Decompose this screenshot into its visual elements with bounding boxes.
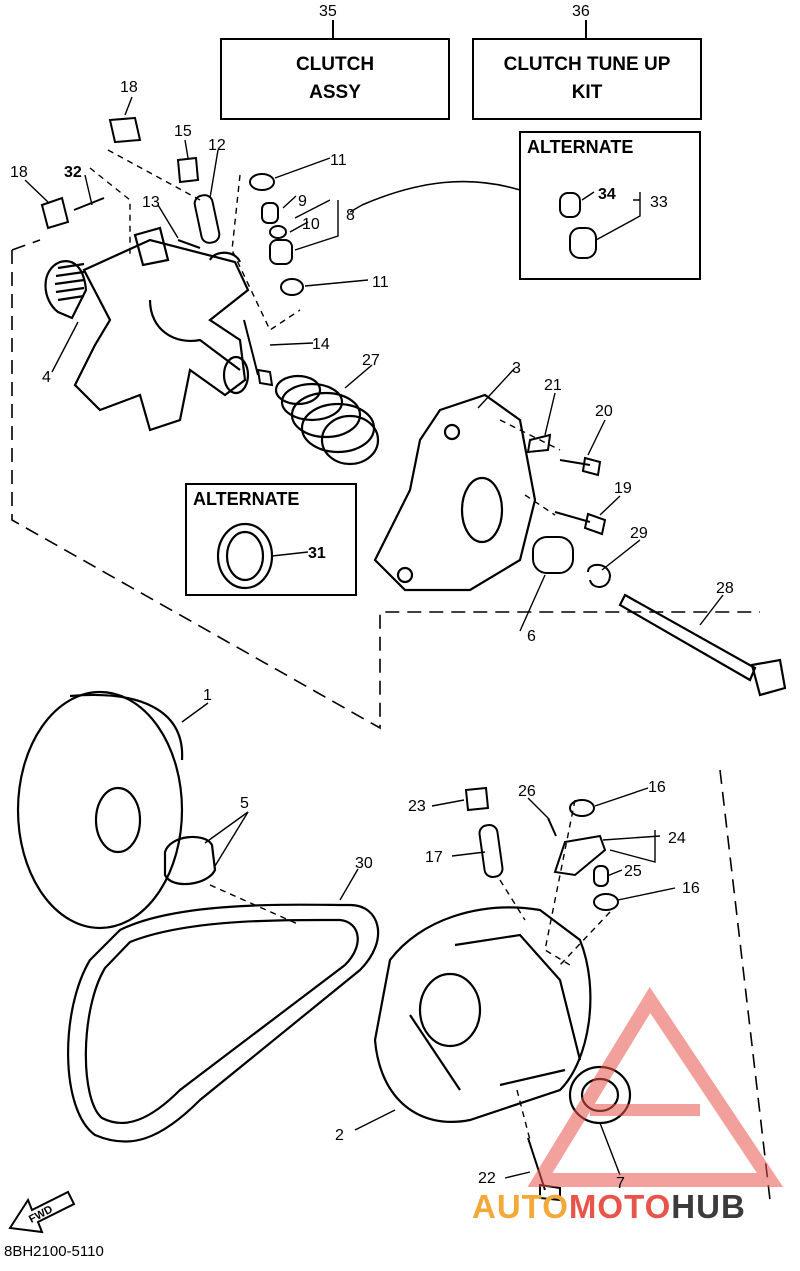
part-label-7: 7 <box>616 1175 625 1192</box>
bushing-part-34 <box>559 192 581 218</box>
washer-part-21 <box>526 433 552 454</box>
part-label-33: 33 <box>650 194 668 211</box>
part-label-26: 26 <box>518 783 536 800</box>
bushing-part-9 <box>261 202 279 224</box>
part-label-17: 17 <box>425 849 443 866</box>
part-label-23: 23 <box>408 798 426 815</box>
watermark-brand-text: AUTOMOTOHUB <box>472 1188 746 1226</box>
cover-part-3 <box>373 393 537 592</box>
drive-belt-part-30 <box>67 903 380 1143</box>
clutch-assy-line2: ASSY <box>309 82 361 103</box>
washer-part-11a <box>249 173 275 191</box>
seal-ring-part-31 <box>216 522 274 590</box>
spider-shaft-part <box>44 226 250 432</box>
pin-part-12 <box>193 194 221 244</box>
roller-part-25 <box>593 865 609 887</box>
sheave-part-2 <box>373 906 592 1123</box>
ring-part-29 <box>587 563 612 588</box>
part-label-21: 21 <box>544 377 562 394</box>
part-label-18-left: 18 <box>10 164 28 181</box>
bolt-part-14 <box>243 319 274 387</box>
part-label-25: 25 <box>624 863 642 880</box>
part-label-5: 5 <box>240 795 249 812</box>
fwd-arrow-icon <box>8 1190 76 1234</box>
part-label-8: 8 <box>346 207 355 224</box>
clutch-assy-box: CLUTCH ASSY <box>220 38 450 120</box>
part-label-3: 3 <box>512 360 521 377</box>
part-label-15: 15 <box>174 123 192 140</box>
part-label-11-top: 11 <box>330 152 347 169</box>
sleeve-part-8 <box>269 239 293 265</box>
clutch-tune-up-kit-box: CLUTCH TUNE UP KIT <box>472 38 702 120</box>
bushing-part-5 <box>163 835 217 886</box>
sheave-part-1 <box>16 690 184 930</box>
part-label-6: 6 <box>527 628 536 645</box>
assembly-outline-upper <box>11 250 760 730</box>
ring-part-10 <box>269 225 287 239</box>
arm-part-24 <box>553 834 607 877</box>
tune-up-kit-line1: CLUTCH TUNE UP <box>503 54 671 75</box>
part-label-2: 2 <box>335 1127 344 1144</box>
assembly-outline-right <box>719 769 771 1201</box>
bolt-part-19 <box>554 511 607 536</box>
alternate-title-mid: ALTERNATE <box>193 489 300 509</box>
diagram-code: 8BH2100-5110 <box>4 1243 104 1260</box>
watermark-logo-icon <box>527 986 784 1187</box>
part-label-9: 9 <box>298 193 307 210</box>
part-label-31: 31 <box>308 545 326 562</box>
bolt-part-20 <box>559 456 602 477</box>
part-label-34: 34 <box>598 186 616 203</box>
part-label-1: 1 <box>203 687 212 704</box>
alternate-title-top: ALTERNATE <box>527 137 634 157</box>
part-label-20: 20 <box>595 403 613 420</box>
part-label-16-top: 16 <box>648 779 666 796</box>
nut-part-15 <box>176 156 200 184</box>
roller-part-13 <box>177 239 201 249</box>
washer-part-16a <box>569 799 595 817</box>
shaft-part-28 <box>618 593 787 697</box>
ref-label-36: 36 <box>572 3 590 20</box>
tune-up-kit-line2: KIT <box>571 82 603 103</box>
part-label-18-top: 18 <box>120 79 138 96</box>
washer-part-11b <box>280 278 304 296</box>
nut-part-23 <box>464 786 490 812</box>
part-label-28: 28 <box>716 580 734 597</box>
part-label-10: 10 <box>302 216 320 233</box>
part-label-32: 32 <box>64 164 82 181</box>
part-label-19: 19 <box>614 480 632 497</box>
bushing-part-33 <box>569 227 597 259</box>
pin-part-17 <box>478 824 504 878</box>
part-label-16-bottom: 16 <box>682 880 700 897</box>
part-label-11-bottom: 11 <box>372 274 389 291</box>
part-label-4: 4 <box>42 369 51 386</box>
bushing-part-6 <box>532 536 574 574</box>
part-label-29: 29 <box>630 525 648 542</box>
alternate-box-mid <box>185 483 357 596</box>
spring-part-27 <box>274 374 380 466</box>
watermark-part-auto: AUTO <box>472 1188 569 1225</box>
alternate-box-top <box>519 131 701 280</box>
washer-part-16b <box>593 893 619 911</box>
part-label-30: 30 <box>355 855 373 872</box>
part-label-24: 24 <box>668 830 686 847</box>
part-label-27: 27 <box>362 352 380 369</box>
watermark-part-moto: MOTO <box>568 1188 672 1225</box>
ref-label-35: 35 <box>319 3 337 20</box>
clip-part-18b <box>40 196 70 230</box>
pin-part-32 <box>73 197 105 211</box>
assembly-outline-lower <box>11 239 41 251</box>
screw-part-26 <box>547 817 557 837</box>
clutch-assy-line1: CLUTCH <box>295 54 375 75</box>
part-label-22: 22 <box>478 1170 496 1187</box>
part-label-12: 12 <box>208 137 226 154</box>
watermark-part-hub: HUB <box>671 1188 746 1225</box>
part-label-13: 13 <box>142 194 160 211</box>
part-label-14: 14 <box>312 336 330 353</box>
clip-part-18a <box>108 116 142 144</box>
